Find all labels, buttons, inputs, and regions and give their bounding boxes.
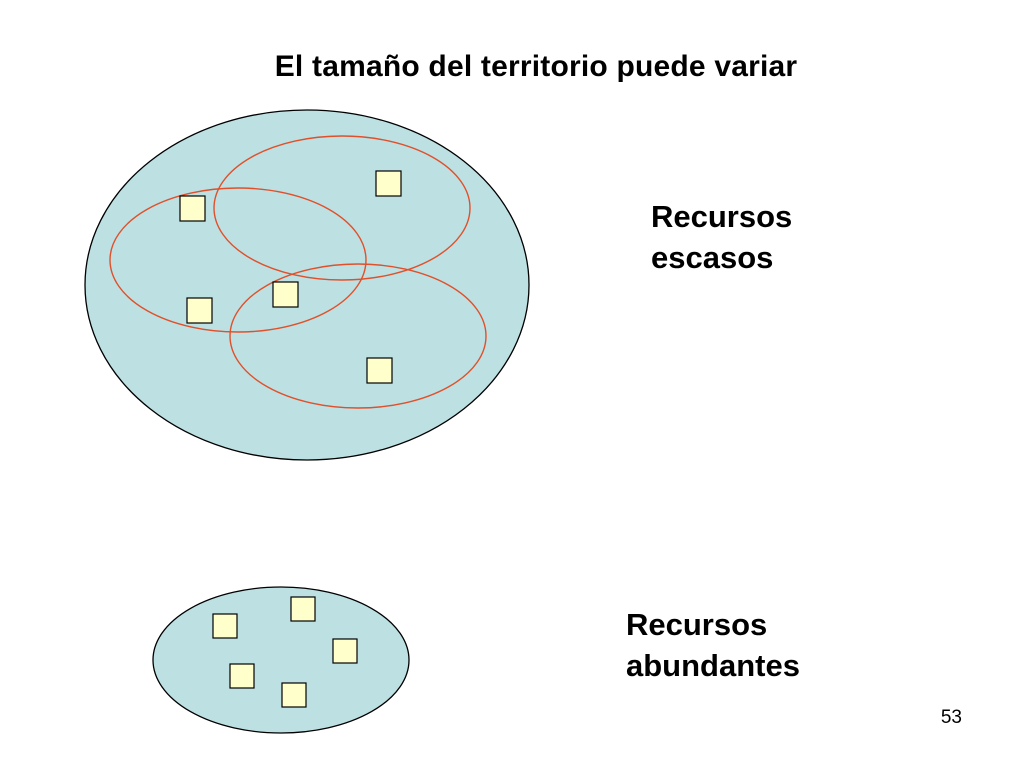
- resource-square: [366, 357, 393, 384]
- territory-ellipse-bottom: [229, 263, 487, 409]
- abundant-label-line-2: abundantes: [626, 648, 800, 683]
- resource-square: [290, 596, 316, 622]
- abundant-label-line-1: Recursos: [626, 607, 768, 642]
- resource-square: [375, 170, 402, 197]
- resource-square: [179, 195, 206, 222]
- slide-title: El tamaño del territorio puede variar: [274, 50, 798, 83]
- page-number: 53: [940, 707, 962, 728]
- abundant-resources-habitat: [152, 586, 410, 734]
- resource-square: [186, 297, 213, 324]
- resource-square: [272, 281, 299, 308]
- resource-square: [212, 613, 238, 639]
- resource-square: [332, 638, 358, 664]
- resource-square: [229, 663, 255, 689]
- scarce-label-line-2: escasos: [651, 240, 774, 275]
- resource-square: [281, 682, 307, 708]
- territory-ellipse-top: [213, 135, 471, 281]
- territory-ellipse-left: [109, 187, 367, 333]
- scarce-resources-label: Recursos escasos: [651, 196, 792, 278]
- scarce-label-line-1: Recursos: [651, 199, 793, 234]
- abundant-resources-label: Recursos abundantes: [626, 604, 800, 686]
- habitat-ellipse-small: [152, 586, 410, 734]
- habitat-ellipse-large: [84, 109, 530, 461]
- scarce-resources-habitat: [84, 109, 530, 461]
